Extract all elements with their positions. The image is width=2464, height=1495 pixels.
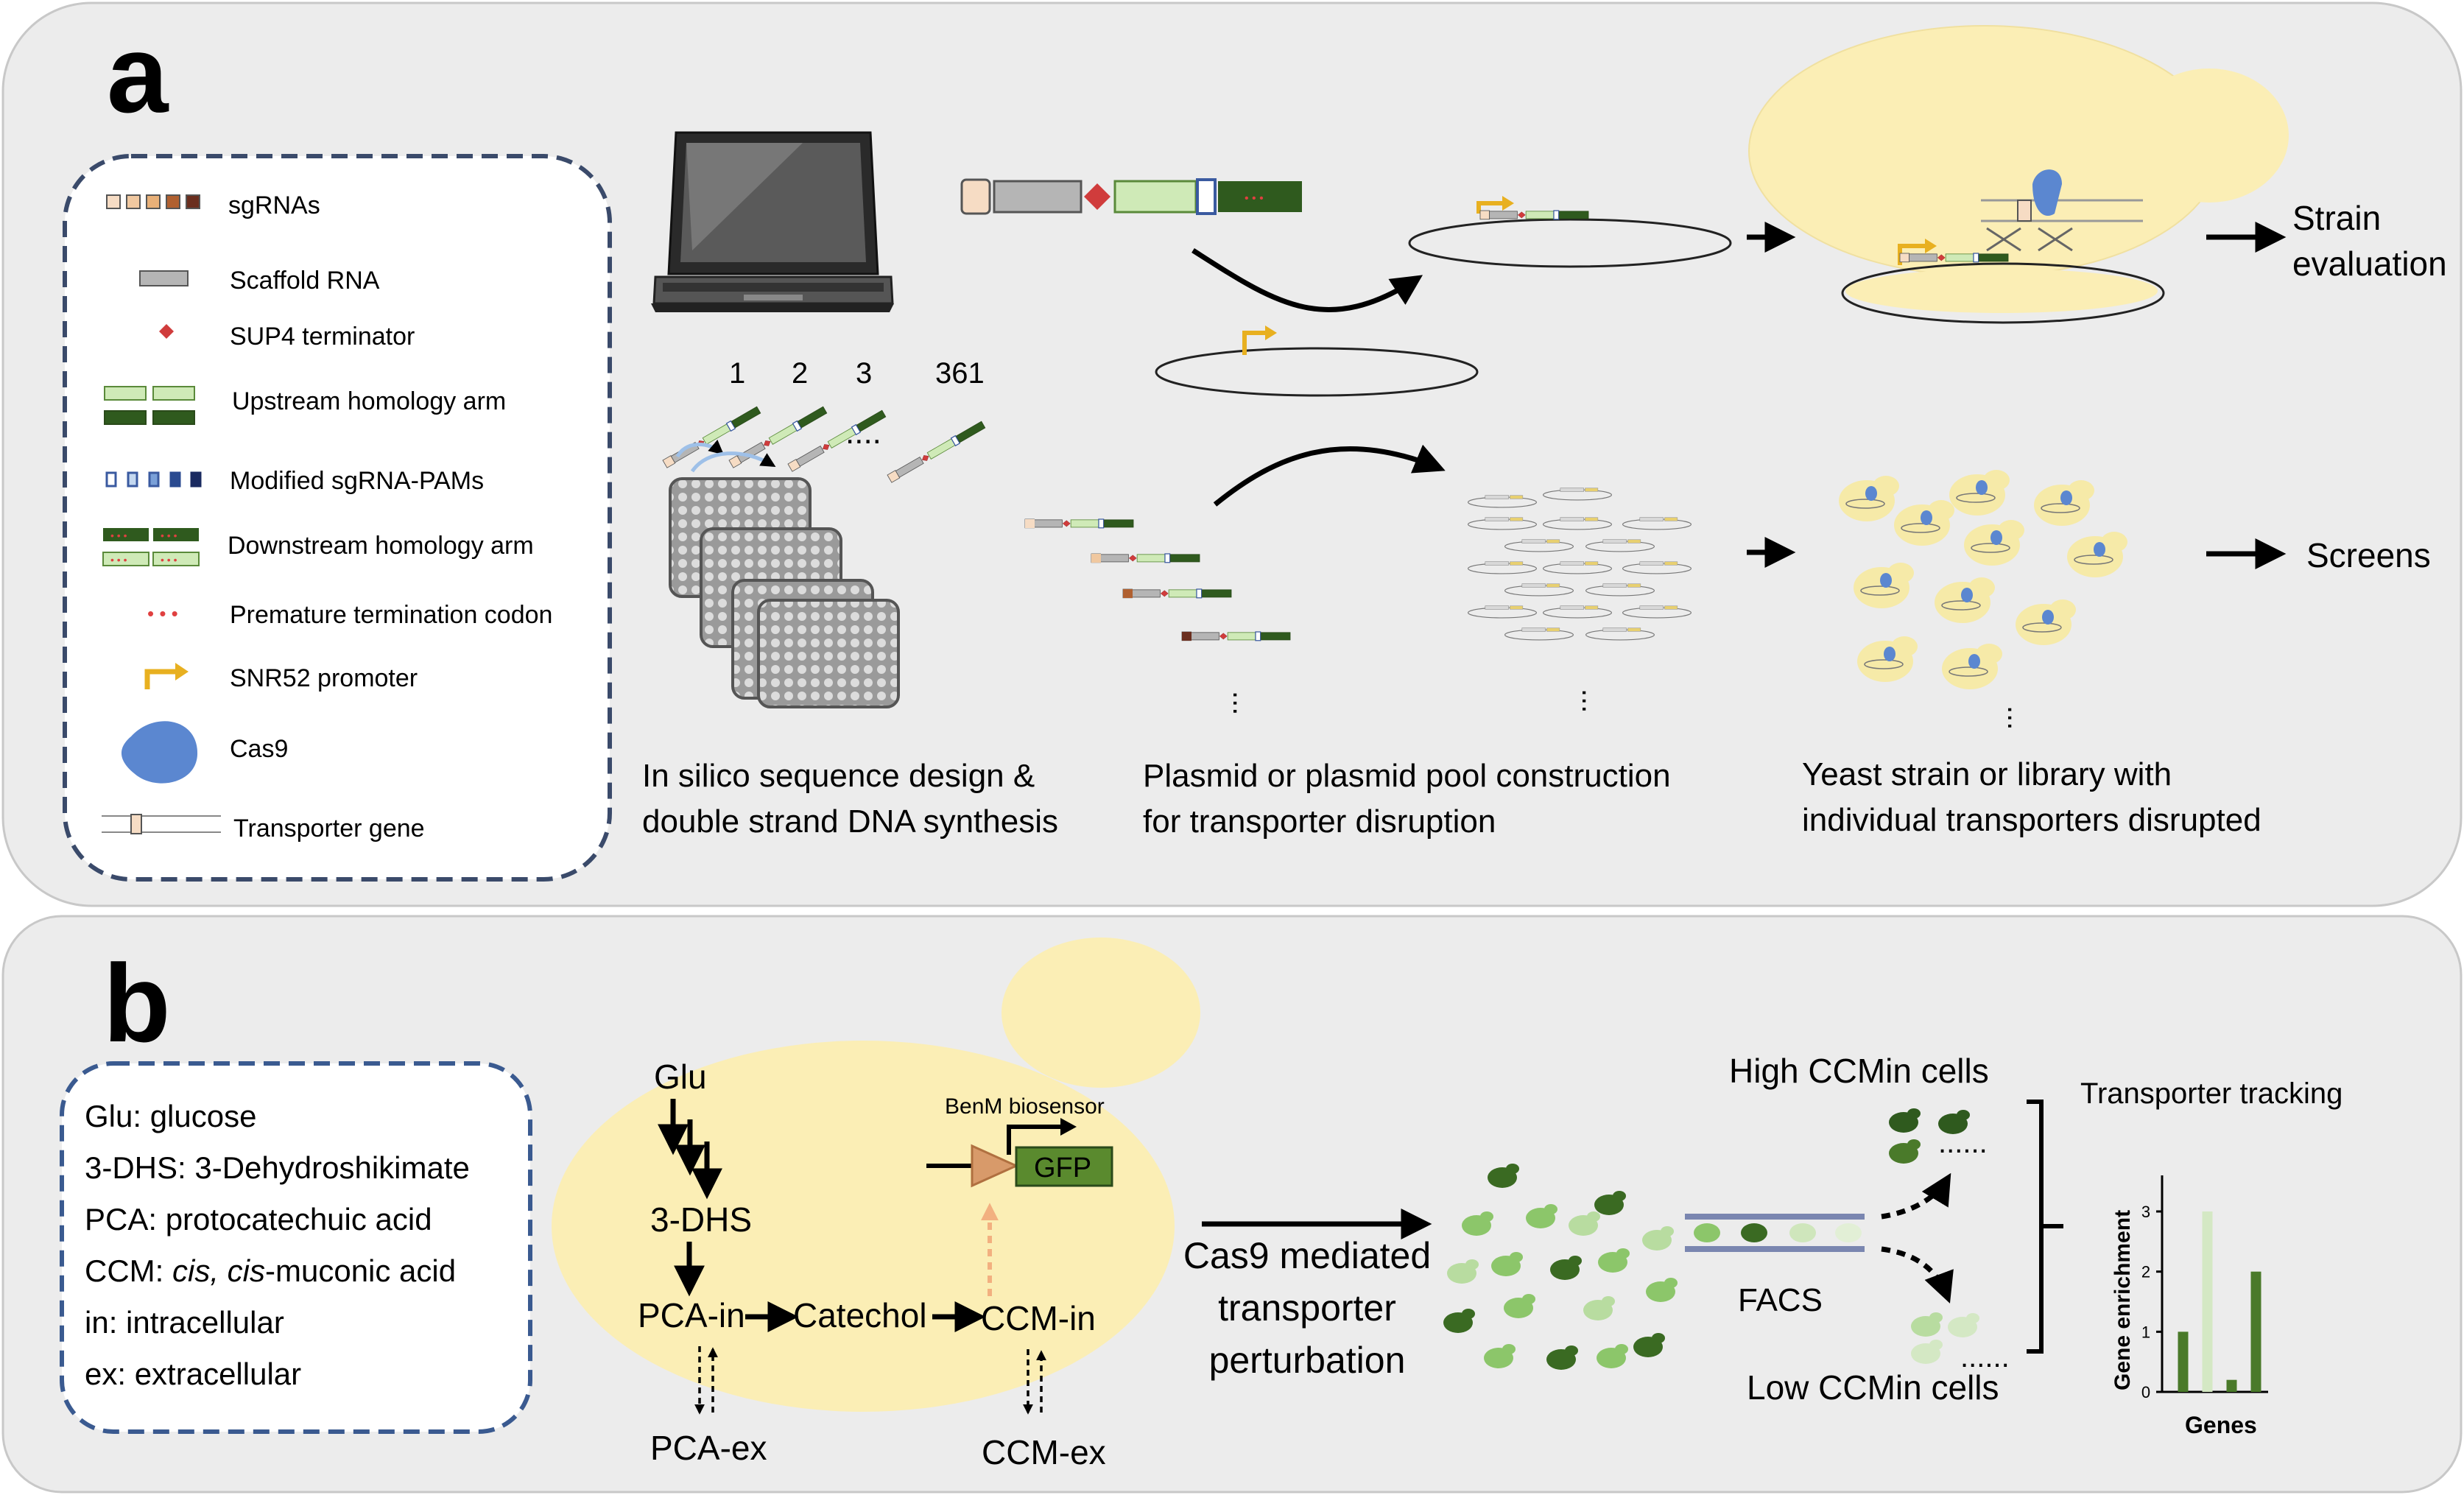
perturbation-line3: perturbation [1209, 1340, 1406, 1381]
metabolite-dhs: 3-DHS [650, 1200, 752, 1239]
merge-arrow-top [1191, 248, 1423, 312]
step1-line1: In silico sequence design & [642, 758, 1035, 794]
legend-label-downstream: Downstream homology arm [228, 532, 534, 560]
high-cells-label: High CCMin cells [1729, 1052, 1989, 1090]
legend-label-sgrnas: sgRNAs [228, 191, 320, 219]
metabolite-ccm-ex: CCM-ex [982, 1433, 1106, 1471]
perturbation-line1: Cas9 mediated [1183, 1235, 1431, 1276]
metabolite-glu: Glu [654, 1058, 707, 1096]
step2-line2: for transporter disruption [1143, 803, 1496, 840]
legend-icons-a: • • • • • • • • • • • • • • • [102, 194, 221, 834]
chart-y-tick-label: 1 [2141, 1323, 2150, 1341]
legend-label-snr52: SNR52 promoter [230, 664, 418, 692]
laptop-icon [651, 131, 894, 312]
svg-text:...: ... [2002, 706, 2034, 730]
yeast-library: ... [1838, 469, 2128, 730]
facs-channel: FACS [1685, 1172, 1954, 1318]
chart-bar [2202, 1211, 2213, 1392]
merge-arrow-bottom [1213, 444, 1446, 507]
gfp-label: GFP [1034, 1153, 1091, 1183]
svg-text:• • •: • • • [161, 530, 177, 541]
chart-bar [2178, 1332, 2189, 1392]
biosensor: BenM biosensor GFP [926, 1094, 1113, 1296]
svg-text:• • •: • • • [161, 554, 177, 566]
legend-label-sup4: SUP4 terminator [230, 323, 415, 351]
legend-b-dhs: 3-DHS: 3-Dehydroshikimate [85, 1150, 470, 1185]
high-cells-dots: ...... [1938, 1127, 1988, 1159]
legend-b-glu: Glu: glucose [85, 1099, 256, 1133]
yeast-cell-large [1748, 25, 2289, 324]
legend-box-b [60, 1061, 532, 1434]
step2-line1: Plasmid or plasmid pool construction [1143, 758, 1671, 794]
yeast-cell-b [552, 938, 1200, 1412]
assembled-plasmid [1408, 196, 1732, 268]
pathway-arrows [658, 1099, 986, 1332]
svg-text:• • •: • • • [110, 530, 127, 541]
chart-y-tick-label: 2 [2141, 1263, 2150, 1281]
cassette-variants: ... [1024, 518, 1291, 715]
legend-label-ptc: Premature termination codon [230, 601, 552, 629]
panel-a: a • • • • • • • [1, 1, 2463, 907]
oligo-number-2: 2 [792, 357, 808, 390]
step3-line1: Yeast strain or library with [1802, 756, 2172, 792]
metabolite-pca-ex: PCA-ex [650, 1429, 767, 1467]
svg-text:...: ... [1227, 691, 1259, 715]
top-cassette: • • • [960, 178, 1302, 215]
chart-bar [2226, 1379, 2237, 1392]
legend-label-upstream: Upstream homology arm [232, 387, 506, 415]
transport-arrows [694, 1346, 1046, 1415]
chart-y-tick-label: 3 [2141, 1203, 2150, 1221]
legend-label-transporter: Transporter gene [233, 815, 425, 843]
legend-box-a [63, 154, 612, 882]
chart-ylabel: Gene enrichment [2111, 1210, 2135, 1390]
metabolite-pca-in: PCA-in [638, 1296, 745, 1334]
plasmid-pool: ... [1468, 488, 1692, 713]
panel-a-letter: a [107, 12, 169, 136]
step3-line2: individual transporters disrupted [1802, 802, 2261, 838]
svg-text:...: ... [1576, 689, 1608, 713]
svg-text:• • •: • • • [110, 554, 127, 566]
perturbation-line2: transporter [1218, 1287, 1396, 1329]
well-plates [669, 477, 900, 708]
chart-y-tick-label: 0 [2141, 1383, 2150, 1401]
chart-bar [2250, 1271, 2261, 1392]
enrichment-chart: Gene enrichment Genes 0 1 2 3 [2111, 1175, 2268, 1438]
tracking-label: Transporter tracking [2080, 1077, 2342, 1110]
oligo-strands [662, 405, 986, 483]
facs-label: FACS [1738, 1282, 1823, 1318]
svg-text:• • •: • • • [147, 602, 178, 625]
outcome-screens: Screens [2306, 536, 2431, 574]
panel-b-letter: b [103, 941, 171, 1065]
oligo-number-3: 3 [856, 357, 872, 390]
metabolite-ccm-in: CCM-in [981, 1299, 1096, 1337]
legend-b-pca: PCA: protocatechuic acid [85, 1202, 432, 1237]
step1-line2: double strand DNA synthesis [642, 803, 1058, 840]
sorted-cells: High CCMin cells ...... ...... Low CCMin… [1729, 1052, 2010, 1407]
legend-b-in: in: intracellular [85, 1305, 284, 1340]
oligo-number-361: 361 [935, 357, 985, 390]
backbone-plasmid [1155, 326, 1479, 397]
outcome-evaluation: evaluation [2292, 245, 2447, 283]
panel-b: b Glu: glucose 3-DHS: 3-Dehydroshikimate… [1, 915, 2463, 1494]
biosensor-label: BenM biosensor [945, 1094, 1105, 1119]
svg-text:• • •: • • • [1245, 192, 1264, 205]
low-cells-label: Low CCMin cells [1747, 1368, 1999, 1407]
chart-xlabel: Genes [2185, 1412, 2257, 1438]
bracket [2027, 1100, 2063, 1354]
legend-label-cas9: Cas9 [230, 735, 288, 763]
low-cells-dots: ...... [1960, 1341, 2010, 1373]
metabolite-catechol: Catechol [793, 1296, 927, 1334]
legend-b-ccm: CCM: cis, cis-muconic acid [85, 1253, 456, 1288]
legend-label-pams: Modified sgRNA-PAMs [230, 467, 484, 495]
outcome-strain: Strain [2292, 199, 2381, 237]
legend-b-ex: ex: extracellular [85, 1357, 301, 1391]
legend-label-scaffold: Scaffold RNA [230, 267, 380, 295]
oligo-number-1: 1 [729, 357, 745, 390]
